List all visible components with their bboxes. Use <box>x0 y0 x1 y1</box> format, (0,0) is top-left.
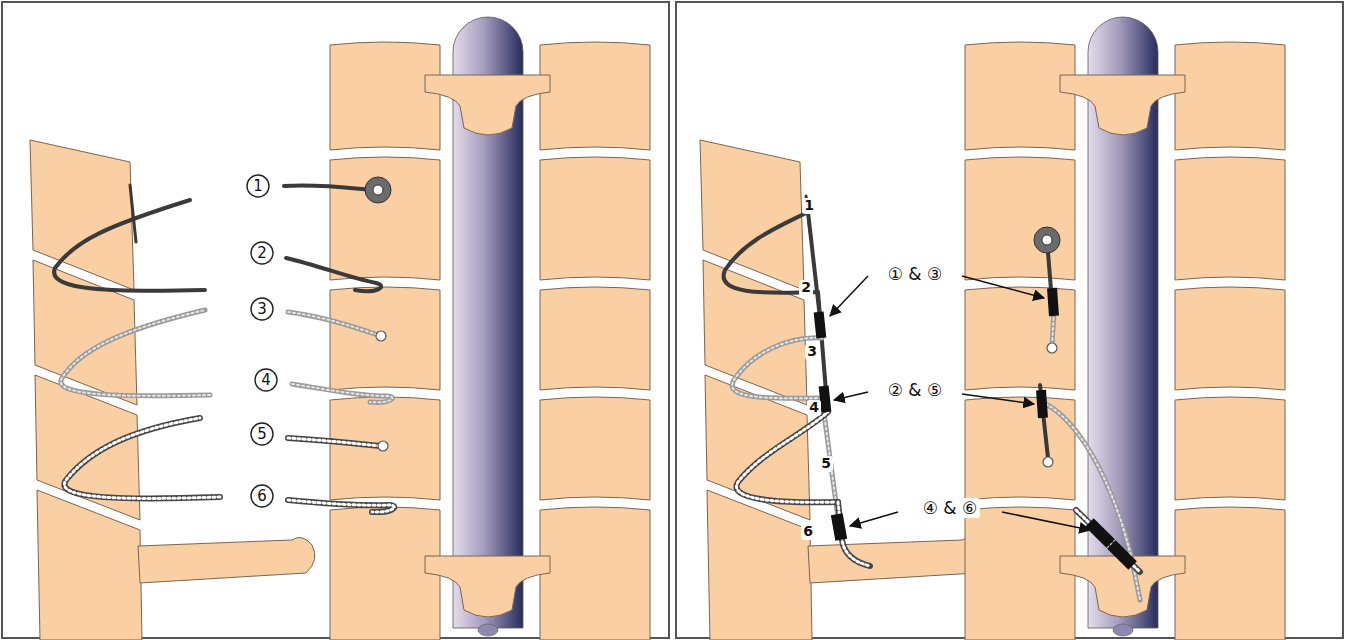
callout-circle-ring <box>251 298 273 320</box>
callout-circle-ring <box>255 369 277 391</box>
cable-dark <box>286 258 381 291</box>
washer <box>365 177 391 203</box>
callout-circle: 4 <box>254 368 278 392</box>
crimp-connector <box>831 513 847 541</box>
cable-grey-hatch <box>292 384 392 402</box>
rib-number: 2 <box>799 280 813 295</box>
callout-number: 3 <box>250 297 274 317</box>
drill-hole <box>376 331 386 341</box>
cable-hatched <box>288 500 394 512</box>
callout-circle: 2 <box>250 241 274 265</box>
callout-circle: 5 <box>250 422 274 446</box>
crimp-connectors <box>814 288 1137 570</box>
cable-set <box>1040 240 1140 600</box>
callout-circle: 6 <box>250 484 274 508</box>
callout-circle-ring <box>251 242 273 264</box>
rib-number: 3 <box>805 344 819 359</box>
washer <box>1034 227 1060 253</box>
cable-grey-hatch <box>732 338 822 399</box>
cable-grey <box>292 384 392 402</box>
cable-hatched-marks <box>64 418 220 498</box>
connector-pair-label: ④ & ⑥ <box>920 498 981 519</box>
leader-arrow <box>962 394 1034 404</box>
callout-number: 6 <box>250 484 274 504</box>
spine-figure <box>965 17 1285 640</box>
cable-dark <box>284 185 372 190</box>
cable-dark <box>54 200 205 291</box>
cable-hatched-marks <box>737 412 838 502</box>
drill-hole <box>1043 457 1053 467</box>
callout-number: 5 <box>250 422 274 442</box>
leader-arrow <box>830 276 868 316</box>
leader-arrow <box>834 392 868 400</box>
cable-grey-hatch <box>61 310 210 396</box>
cable-dark <box>724 212 820 318</box>
cable-set <box>724 196 870 566</box>
rib-number: 1 <box>802 198 816 213</box>
cable-grey <box>288 312 378 335</box>
cable-hatched <box>1076 510 1140 572</box>
spine-figure <box>330 17 650 640</box>
connector-pair-label: ② & ⑤ <box>885 380 946 401</box>
crimp-connector <box>1107 540 1137 570</box>
cable-hatched-marks <box>288 438 380 446</box>
leader-arrow <box>1002 512 1090 530</box>
washer-hole <box>1042 235 1052 245</box>
cable-grey-hatch <box>1046 404 1140 600</box>
callout-circle-ring <box>251 485 273 507</box>
crimp-connector <box>1036 390 1048 419</box>
cable-hatched-marks <box>288 500 394 512</box>
callout-number: 1 <box>246 174 270 194</box>
rib-figure <box>30 140 315 640</box>
leader-arrows <box>830 276 1090 530</box>
callout-circle-ring <box>247 175 269 197</box>
cable-grey <box>1046 404 1140 600</box>
crimp-connector <box>1047 288 1059 317</box>
callout-number: 2 <box>250 241 274 261</box>
leader-arrow <box>962 276 1044 298</box>
cable-hatched <box>64 418 220 498</box>
cable-set <box>284 185 394 512</box>
crimp-connector <box>1085 518 1115 548</box>
crimp-connector <box>814 312 827 339</box>
cable-grey <box>732 338 822 399</box>
callout-circle: 1 <box>246 174 270 198</box>
rib-figure <box>700 140 985 640</box>
drill-hole <box>378 441 388 451</box>
callout-number: 4 <box>254 368 278 388</box>
cable-hatched <box>288 438 380 446</box>
rib-number: 5 <box>819 456 833 471</box>
drill-hole <box>1047 343 1057 353</box>
cable-hatched <box>737 412 838 502</box>
callout-circle: 3 <box>250 297 274 321</box>
cable-set <box>54 185 220 498</box>
rib-number: 6 <box>801 524 815 539</box>
cable-grey-hatch <box>288 312 378 335</box>
callout-circle-ring <box>251 423 273 445</box>
washer-hole <box>373 185 383 195</box>
connector-pair-label: ① & ③ <box>885 264 946 285</box>
cable-dark <box>818 292 826 392</box>
leader-arrow <box>850 512 898 526</box>
cable-tick <box>130 185 136 242</box>
cable-hatched-marks <box>1076 510 1140 572</box>
cable-grey <box>61 310 210 396</box>
rib-number: 4 <box>807 400 821 415</box>
